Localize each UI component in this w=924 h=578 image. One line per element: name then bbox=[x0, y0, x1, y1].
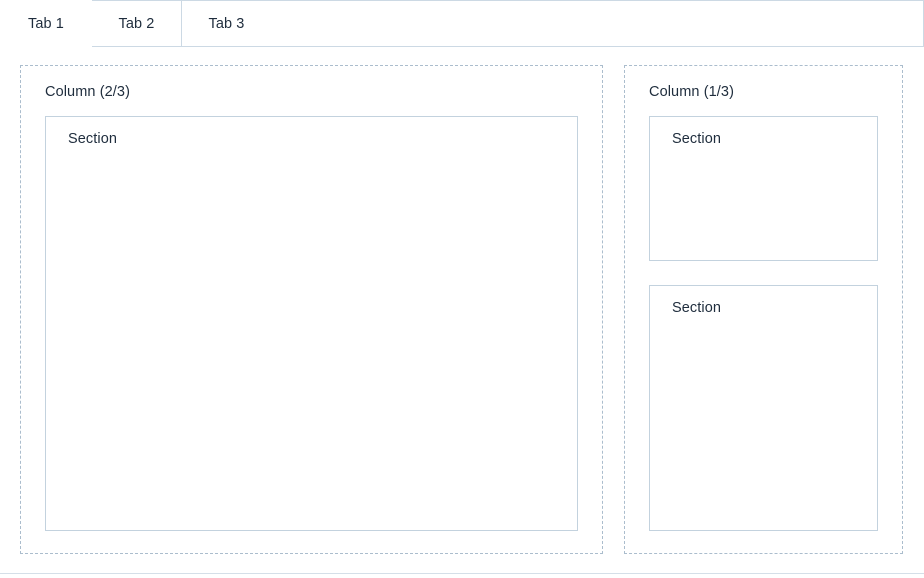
section-main-label: Section bbox=[68, 131, 118, 148]
section-main: Section bbox=[45, 116, 578, 531]
tab-bar-filler bbox=[271, 0, 924, 47]
section-sidebar-top-label: Section bbox=[672, 131, 722, 148]
tab-3-label: Tab 3 bbox=[208, 15, 245, 32]
tab-bar: Tab 1 Tab 2 Tab 3 bbox=[0, 0, 924, 47]
tab-1-label: Tab 1 bbox=[28, 15, 64, 32]
section-sidebar-top: Section bbox=[649, 116, 878, 262]
column-one-third: Column (1/3) Section Section bbox=[624, 65, 903, 554]
section-sidebar-bottom: Section bbox=[649, 285, 878, 531]
section-sidebar-bottom-label: Section bbox=[672, 300, 722, 317]
tab-3[interactable]: Tab 3 bbox=[181, 0, 272, 47]
column-two-thirds-sections: Section bbox=[45, 116, 578, 531]
column-one-third-label: Column (1/3) bbox=[649, 84, 735, 100]
tab-2-label: Tab 2 bbox=[118, 15, 155, 32]
tab-2[interactable]: Tab 2 bbox=[91, 0, 182, 47]
column-one-third-sections: Section Section bbox=[649, 116, 878, 531]
column-two-thirds-label: Column (2/3) bbox=[45, 84, 131, 100]
column-two-thirds: Column (2/3) Section bbox=[20, 65, 603, 554]
tab-panel-1: Column (2/3) Section Column (1/3) Sectio… bbox=[0, 47, 924, 574]
tab-1[interactable]: Tab 1 bbox=[0, 0, 92, 47]
panel-columns-container: Column (2/3) Section Column (1/3) Sectio… bbox=[20, 65, 903, 554]
